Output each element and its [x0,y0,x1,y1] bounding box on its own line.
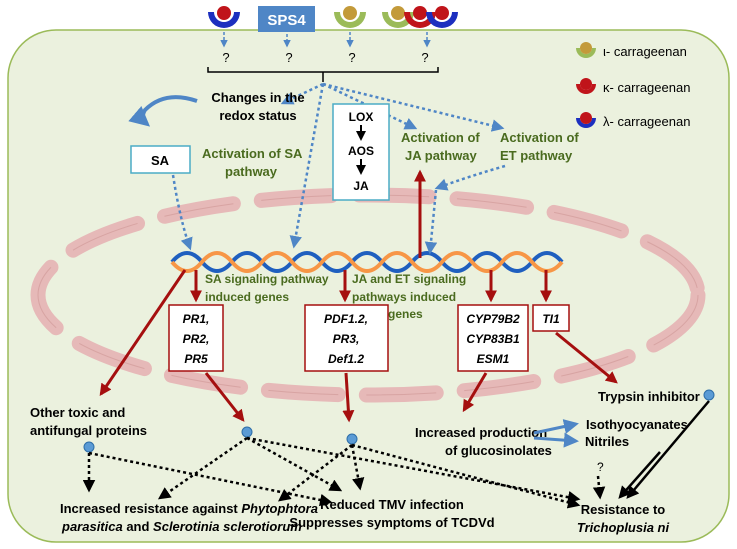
lambda-carrageenan-receptor-2 [426,6,458,28]
sa-box [130,145,191,174]
reduced-tmv-label: Reduced TMV infection [320,497,464,512]
resistance-phytophthora-line2: parasitica and Sclerotinia sclerotiorum [61,519,302,534]
legend-iota-icon [576,42,596,58]
kappa-carrageenan-receptor [404,6,436,28]
legend-kappa-icon [576,78,596,94]
ja-activation-line2: JA pathway [405,148,478,163]
jaet-genes-line3: genes [388,307,423,321]
pdf-products-dot [346,433,358,445]
cyp79b2-label: CYP79B2 [466,312,520,326]
lox-aos-ja-box [332,103,390,201]
iota-carrageenan-receptor [334,6,366,28]
pr5-label: PR5 [184,352,208,366]
nitriles-label: Nitriles [585,434,629,449]
sa-box-label: SA [151,153,170,168]
ja-label: JA [353,179,369,193]
trichoplusia-arrows [618,400,710,499]
cyp-genes-box [457,304,529,372]
receptor-arrows [220,32,431,48]
toxic-proteins-line2: antifungal proteins [30,423,147,438]
pr-genes-box [168,304,224,372]
redox-to-sa-arrow [128,95,198,127]
ti1-label: TI1 [542,312,560,326]
et-activation-line1: Activation of [500,130,579,145]
convergence-bracket [207,67,439,82]
trichoplusia-line1: Resistance to [581,502,666,517]
pdf-genes-box [304,304,389,372]
effect-dotted-arrows [82,436,606,509]
question-mark-4: ? [421,50,428,65]
isothiocyanates-label: Isothyocyanates [586,417,688,432]
question-mark-5: ? [597,460,604,474]
trichoplusia-line2: Trichoplusia ni [577,520,670,535]
iota-carrageenan-receptor-2 [382,6,414,28]
sps4-label: SPS4 [267,12,306,29]
gene-induction-arrows [99,269,552,396]
tcdvd-label: Suppresses symptoms of TCDVd [289,515,494,530]
legend-lambda-label: λ- carrageenan [603,114,690,129]
legend-lambda-icon [576,112,596,128]
sa-genes-line1: SA signaling pathway [205,272,329,286]
gene-product-arrows [204,331,618,423]
sa-activation-line2: pathway [225,164,278,179]
question-mark-2: ? [285,50,292,65]
legend: ι- carrageenan κ- carrageenan λ- carrage… [576,42,690,129]
pr3-label: PR3, [333,332,360,346]
legend-iota-label: ι- carrageenan [603,44,687,59]
glucosinolates-line1: Increased production [415,425,547,440]
question-mark-1: ? [222,50,229,65]
esm1-label: ESM1 [477,352,510,366]
jaet-genes-line2: pathways induced [352,290,456,304]
pr1-label: PR1, [183,312,210,326]
toxic-proteins-dot [83,441,95,453]
lox-label: LOX [349,110,374,124]
aos-label: AOS [348,144,374,158]
sa-activation-line1: Activation of SA [202,146,303,161]
lambda-carrageenan-receptor-1 [208,6,240,28]
redox-label-line1: Changes in the [211,90,304,105]
pr2-label: PR2, [183,332,210,346]
trypsin-inhibitor-label: Trypsin inhibitor [598,389,700,404]
question-mark-3: ? [348,50,355,65]
pr-products-dot [241,426,253,438]
ti1-box [532,304,570,332]
cyp83b1-label: CYP83B1 [466,332,520,346]
resistance-phytophthora-line1: Increased resistance against Phytophtora [60,501,318,516]
def12-label: Def1.2 [328,352,364,366]
sa-genes-line2: induced genes [205,290,289,304]
et-activation-line2: ET pathway [500,148,573,163]
trypsin-dot [703,389,715,401]
ja-activation-line1: Activation of [401,130,480,145]
toxic-proteins-line1: Other toxic and [30,405,125,420]
pdf12-label: PDF1.2, [324,312,368,326]
sps4-box [258,6,315,32]
glucosinolates-line2: of glucosinolates [445,443,552,458]
legend-kappa-label: κ- carrageenan [603,80,690,95]
jaet-genes-line1: JA and ET signaling [352,272,466,286]
glucosinolate-product-arrows [533,419,579,448]
redox-label-line2: redox status [219,108,296,123]
dna-helix [170,251,564,273]
et-to-dna-arrow [424,189,438,255]
